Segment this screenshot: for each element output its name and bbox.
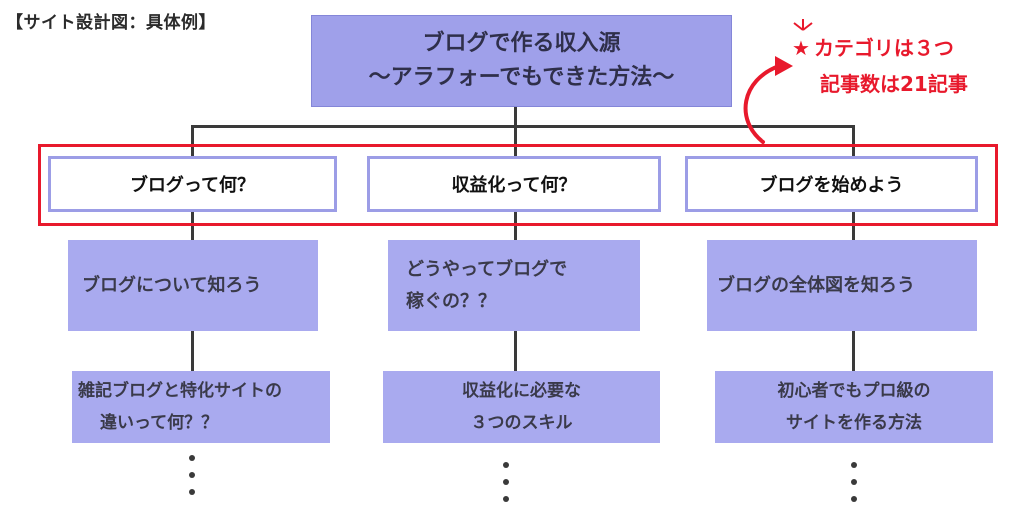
- ellipsis-dot: [189, 455, 195, 461]
- article-text-line1: どうやってブログで: [406, 258, 568, 280]
- note-text-line2: 記事数は21記事: [820, 72, 968, 96]
- ellipsis-dot: [851, 479, 857, 485]
- ellipsis-dot: [503, 496, 509, 502]
- ellipsis-dot: [503, 479, 509, 485]
- sparkle-icon: [793, 19, 813, 31]
- connector-art1-art2-col2: [514, 331, 517, 371]
- note-text-line1: カテゴリは３つ: [813, 36, 954, 60]
- connector-cat2-art1: [514, 212, 517, 240]
- note-line1: ★カテゴリは３つ: [792, 32, 954, 61]
- root-title-line2: 〜アラフォーでもできた方法〜: [368, 65, 675, 90]
- article-text: ブログの全体図を知ろう: [717, 274, 915, 296]
- ellipsis-dot: [503, 462, 509, 468]
- diagram-heading: 【サイト設計図：具体例】: [6, 13, 216, 33]
- connector-horizontal: [191, 125, 854, 128]
- connector-art1-art2-col3: [852, 331, 855, 371]
- article-text-line1: 初心者でもプロ級の: [777, 381, 931, 401]
- ellipsis-dot: [851, 496, 857, 502]
- category-box-1: ブログって何？: [48, 156, 337, 212]
- curved-arrow-icon: [743, 56, 793, 144]
- article-text-line2: ３つのスキル: [470, 413, 573, 433]
- article-box-3-1: ブログの全体図を知ろう: [707, 240, 977, 331]
- connector-cat3-art1: [852, 212, 855, 240]
- category-box-3: ブログを始めよう: [685, 156, 978, 212]
- article-text-line2: 違いって何？？: [100, 413, 219, 433]
- article-text-line1: 雑記ブログと特化サイトの: [78, 381, 282, 401]
- article-text-line2: 稼ぐの？？: [406, 290, 496, 312]
- connector-cat1-up: [191, 125, 194, 156]
- star-icon: ★: [792, 36, 810, 60]
- article-text-line2: サイトを作る方法: [786, 413, 922, 433]
- article-box-1-1: ブログについて知ろう: [68, 240, 318, 331]
- ellipsis-dot: [851, 462, 857, 468]
- root-node: ブログで作る収入源 〜アラフォーでもできた方法〜: [311, 15, 732, 107]
- ellipsis-dot: [189, 489, 195, 495]
- article-text: ブログについて知ろう: [82, 274, 262, 296]
- connector-cat3-up: [852, 125, 855, 156]
- article-box-2-2: 収益化に必要な ３つのスキル: [383, 371, 660, 443]
- connector-art1-art2-col1: [191, 331, 194, 371]
- category-highlight-frame: [38, 144, 998, 226]
- category-box-2: 収益化って何？: [367, 156, 661, 212]
- article-box-2-1: どうやってブログで 稼ぐの？？: [388, 240, 640, 331]
- article-box-1-2: 雑記ブログと特化サイトの 違いって何？？: [72, 371, 330, 443]
- article-box-3-2: 初心者でもプロ級の サイトを作る方法: [715, 371, 993, 443]
- root-title-line1: ブログで作る収入源: [422, 31, 621, 56]
- article-text-line1: 収益化に必要な: [462, 381, 581, 401]
- ellipsis-dot: [189, 472, 195, 478]
- connector-cat1-art1: [191, 212, 194, 240]
- connector-root-down: [514, 105, 517, 127]
- connector-cat2-up: [514, 125, 517, 156]
